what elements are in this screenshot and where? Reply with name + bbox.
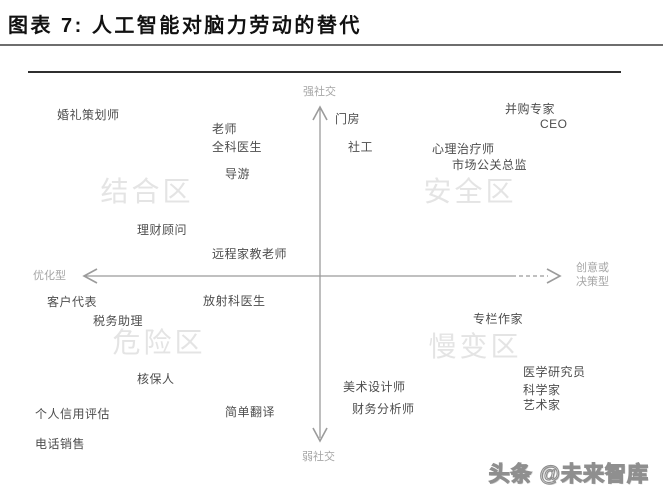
figure-title: 图表 7: 人工智能对脑力劳动的替代 (8, 15, 362, 37)
y-axis-label-top: 强社交 (303, 86, 336, 98)
chart-top-divider (28, 71, 621, 73)
job-label: 专栏作家 (473, 312, 524, 326)
job-label: 远程家教老师 (212, 247, 288, 261)
quadrant-label-top-left: 结合区 (100, 176, 194, 207)
job-label: 并购专家 (505, 102, 556, 116)
arrow-right-icon (546, 268, 562, 284)
job-label: 税务助理 (93, 314, 144, 328)
job-label: 科学家 (523, 383, 561, 397)
job-label: 门房 (335, 112, 361, 126)
quadrant-label-bottom-right: 慢变区 (428, 331, 522, 362)
arrow-left-icon (82, 268, 98, 284)
y-axis-label-bottom: 弱社交 (302, 451, 335, 463)
job-label: 婚礼策划师 (57, 108, 120, 122)
quadrant-label-bottom-left: 危险区 (112, 327, 206, 358)
job-label: 客户代表 (47, 295, 98, 309)
job-label: 医学研究员 (523, 365, 586, 379)
job-label: 美术设计师 (343, 380, 406, 394)
job-label: 个人信用评估 (35, 407, 111, 421)
title-divider (0, 44, 663, 46)
job-label: 老师 (212, 122, 238, 136)
job-label: 导游 (225, 167, 251, 181)
job-label: 心理治疗师 (432, 142, 495, 156)
job-label: 核保人 (137, 372, 175, 386)
brand-watermark: 头条 @未来智库 (488, 462, 649, 486)
job-label: 放射科医生 (203, 294, 266, 308)
arrow-up-icon (312, 105, 328, 121)
job-label: 全科医生 (212, 140, 263, 154)
job-label: 理财顾问 (137, 223, 188, 237)
job-label: CEO (540, 117, 568, 131)
job-label: 简单翻译 (225, 405, 276, 419)
job-label: 社工 (348, 140, 374, 154)
job-label: 艺术家 (523, 398, 561, 412)
job-label: 电话销售 (35, 437, 86, 451)
arrow-down-icon (312, 427, 328, 443)
job-label: 市场公关总监 (452, 158, 528, 172)
x-axis-label-right: 创意或 决策型 (576, 262, 609, 288)
job-label: 财务分析师 (352, 402, 415, 416)
quadrant-label-top-right: 安全区 (423, 176, 517, 207)
x-axis-label-left: 优化型 (33, 270, 66, 282)
